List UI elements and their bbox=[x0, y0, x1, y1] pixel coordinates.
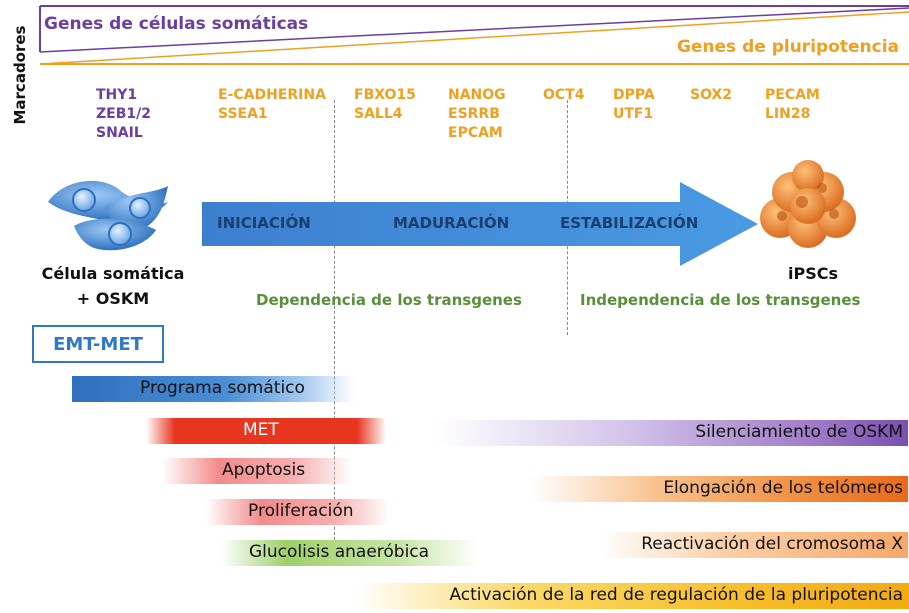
marker-group-dppa: DPPA UTF1 bbox=[613, 86, 655, 124]
marker-gene: SOX2 bbox=[690, 87, 733, 103]
pluripotency-genes-label: Genes de pluripotencia bbox=[676, 37, 899, 57]
glycolysis-label: Glucolisis anaeróbica bbox=[249, 542, 430, 562]
marker-group-oct4: OCT4 bbox=[543, 86, 584, 105]
marker-gradient-wedge bbox=[39, 5, 909, 65]
somatic-program-bar bbox=[72, 376, 354, 402]
marker-gene: ZEB1/2 bbox=[96, 106, 151, 122]
marker-gene: NANOG bbox=[448, 87, 506, 103]
glycolysis-bar bbox=[222, 540, 478, 566]
somatic-cells-icon bbox=[48, 180, 168, 251]
marker-gene: ESRRB bbox=[448, 106, 500, 122]
marker-gene: DPPA bbox=[613, 87, 655, 103]
met-label: MET bbox=[243, 420, 279, 440]
stage-maturation: MADURACIÓN bbox=[393, 214, 510, 232]
met-bar bbox=[146, 418, 386, 444]
ipsc-cluster-icon bbox=[760, 160, 856, 248]
marker-gene: EPCAM bbox=[448, 125, 503, 141]
marker-gene: FBXO15 bbox=[354, 87, 416, 103]
marker-group-pecam: PECAM LIN28 bbox=[765, 86, 820, 124]
oskm-silencing-label: Silenciamiento de OSKM bbox=[695, 422, 903, 442]
oskm-silencing-bar bbox=[436, 420, 908, 446]
telomere-label: Elongación de los telómeros bbox=[663, 478, 903, 498]
marker-gene: OCT4 bbox=[543, 87, 585, 103]
marker-group-sox2: SOX2 bbox=[690, 86, 732, 105]
marker-gene: E-CADHERINA bbox=[218, 87, 326, 103]
marker-gene: THY1 bbox=[96, 87, 138, 103]
x-reactivation-label: Reactivación del cromosoma X bbox=[641, 534, 903, 554]
proliferation-bar bbox=[206, 499, 390, 525]
marker-gene: LIN28 bbox=[765, 106, 811, 122]
markers-side-label: Marcadores bbox=[11, 25, 29, 125]
transgene-independence-label: Independencia de los transgenes bbox=[580, 291, 861, 309]
x-reactivation-bar bbox=[600, 532, 908, 558]
pluripotency-network-label: Activación de la red de regulación de la… bbox=[449, 585, 903, 605]
somatic-program-label: Programa somático bbox=[140, 378, 305, 398]
pluripotency-network-bar bbox=[356, 583, 909, 609]
apoptosis-bar bbox=[162, 458, 352, 484]
somatic-cell-label: Célula somática + OSKM bbox=[41, 264, 185, 308]
marker-gene: PECAM bbox=[765, 87, 820, 103]
emt-met-box: EMT-MET bbox=[32, 325, 164, 363]
apoptosis-label: Apoptosis bbox=[222, 460, 306, 480]
stage-divider-1 bbox=[334, 100, 335, 560]
stage-stabilization: ESTABILIZACIÓN bbox=[560, 214, 699, 232]
somatic-genes-label: Genes de células somáticas bbox=[44, 14, 309, 34]
marker-group-ecadherin: E-CADHERINA SSEA1 bbox=[218, 86, 326, 124]
marker-group-fbxo15: FBXO15 SALL4 bbox=[354, 86, 416, 124]
transgene-dependence-label: Dependencia de los transgenes bbox=[256, 291, 522, 309]
ipsc-label: iPSCs bbox=[788, 264, 838, 283]
telomere-bar bbox=[530, 476, 908, 502]
reprogramming-arrow bbox=[202, 182, 758, 266]
stage-initiation: INICIACIÓN bbox=[217, 214, 311, 232]
marker-gene: SSEA1 bbox=[218, 106, 268, 122]
marker-gene: SALL4 bbox=[354, 106, 403, 122]
proliferation-label: Proliferación bbox=[248, 501, 354, 521]
marker-group-somatic: THY1 ZEB1/2 SNAIL bbox=[96, 86, 151, 143]
marker-gene: SNAIL bbox=[96, 125, 143, 141]
marker-gene: UTF1 bbox=[613, 106, 654, 122]
marker-group-nanog: NANOG ESRRB EPCAM bbox=[448, 86, 506, 143]
